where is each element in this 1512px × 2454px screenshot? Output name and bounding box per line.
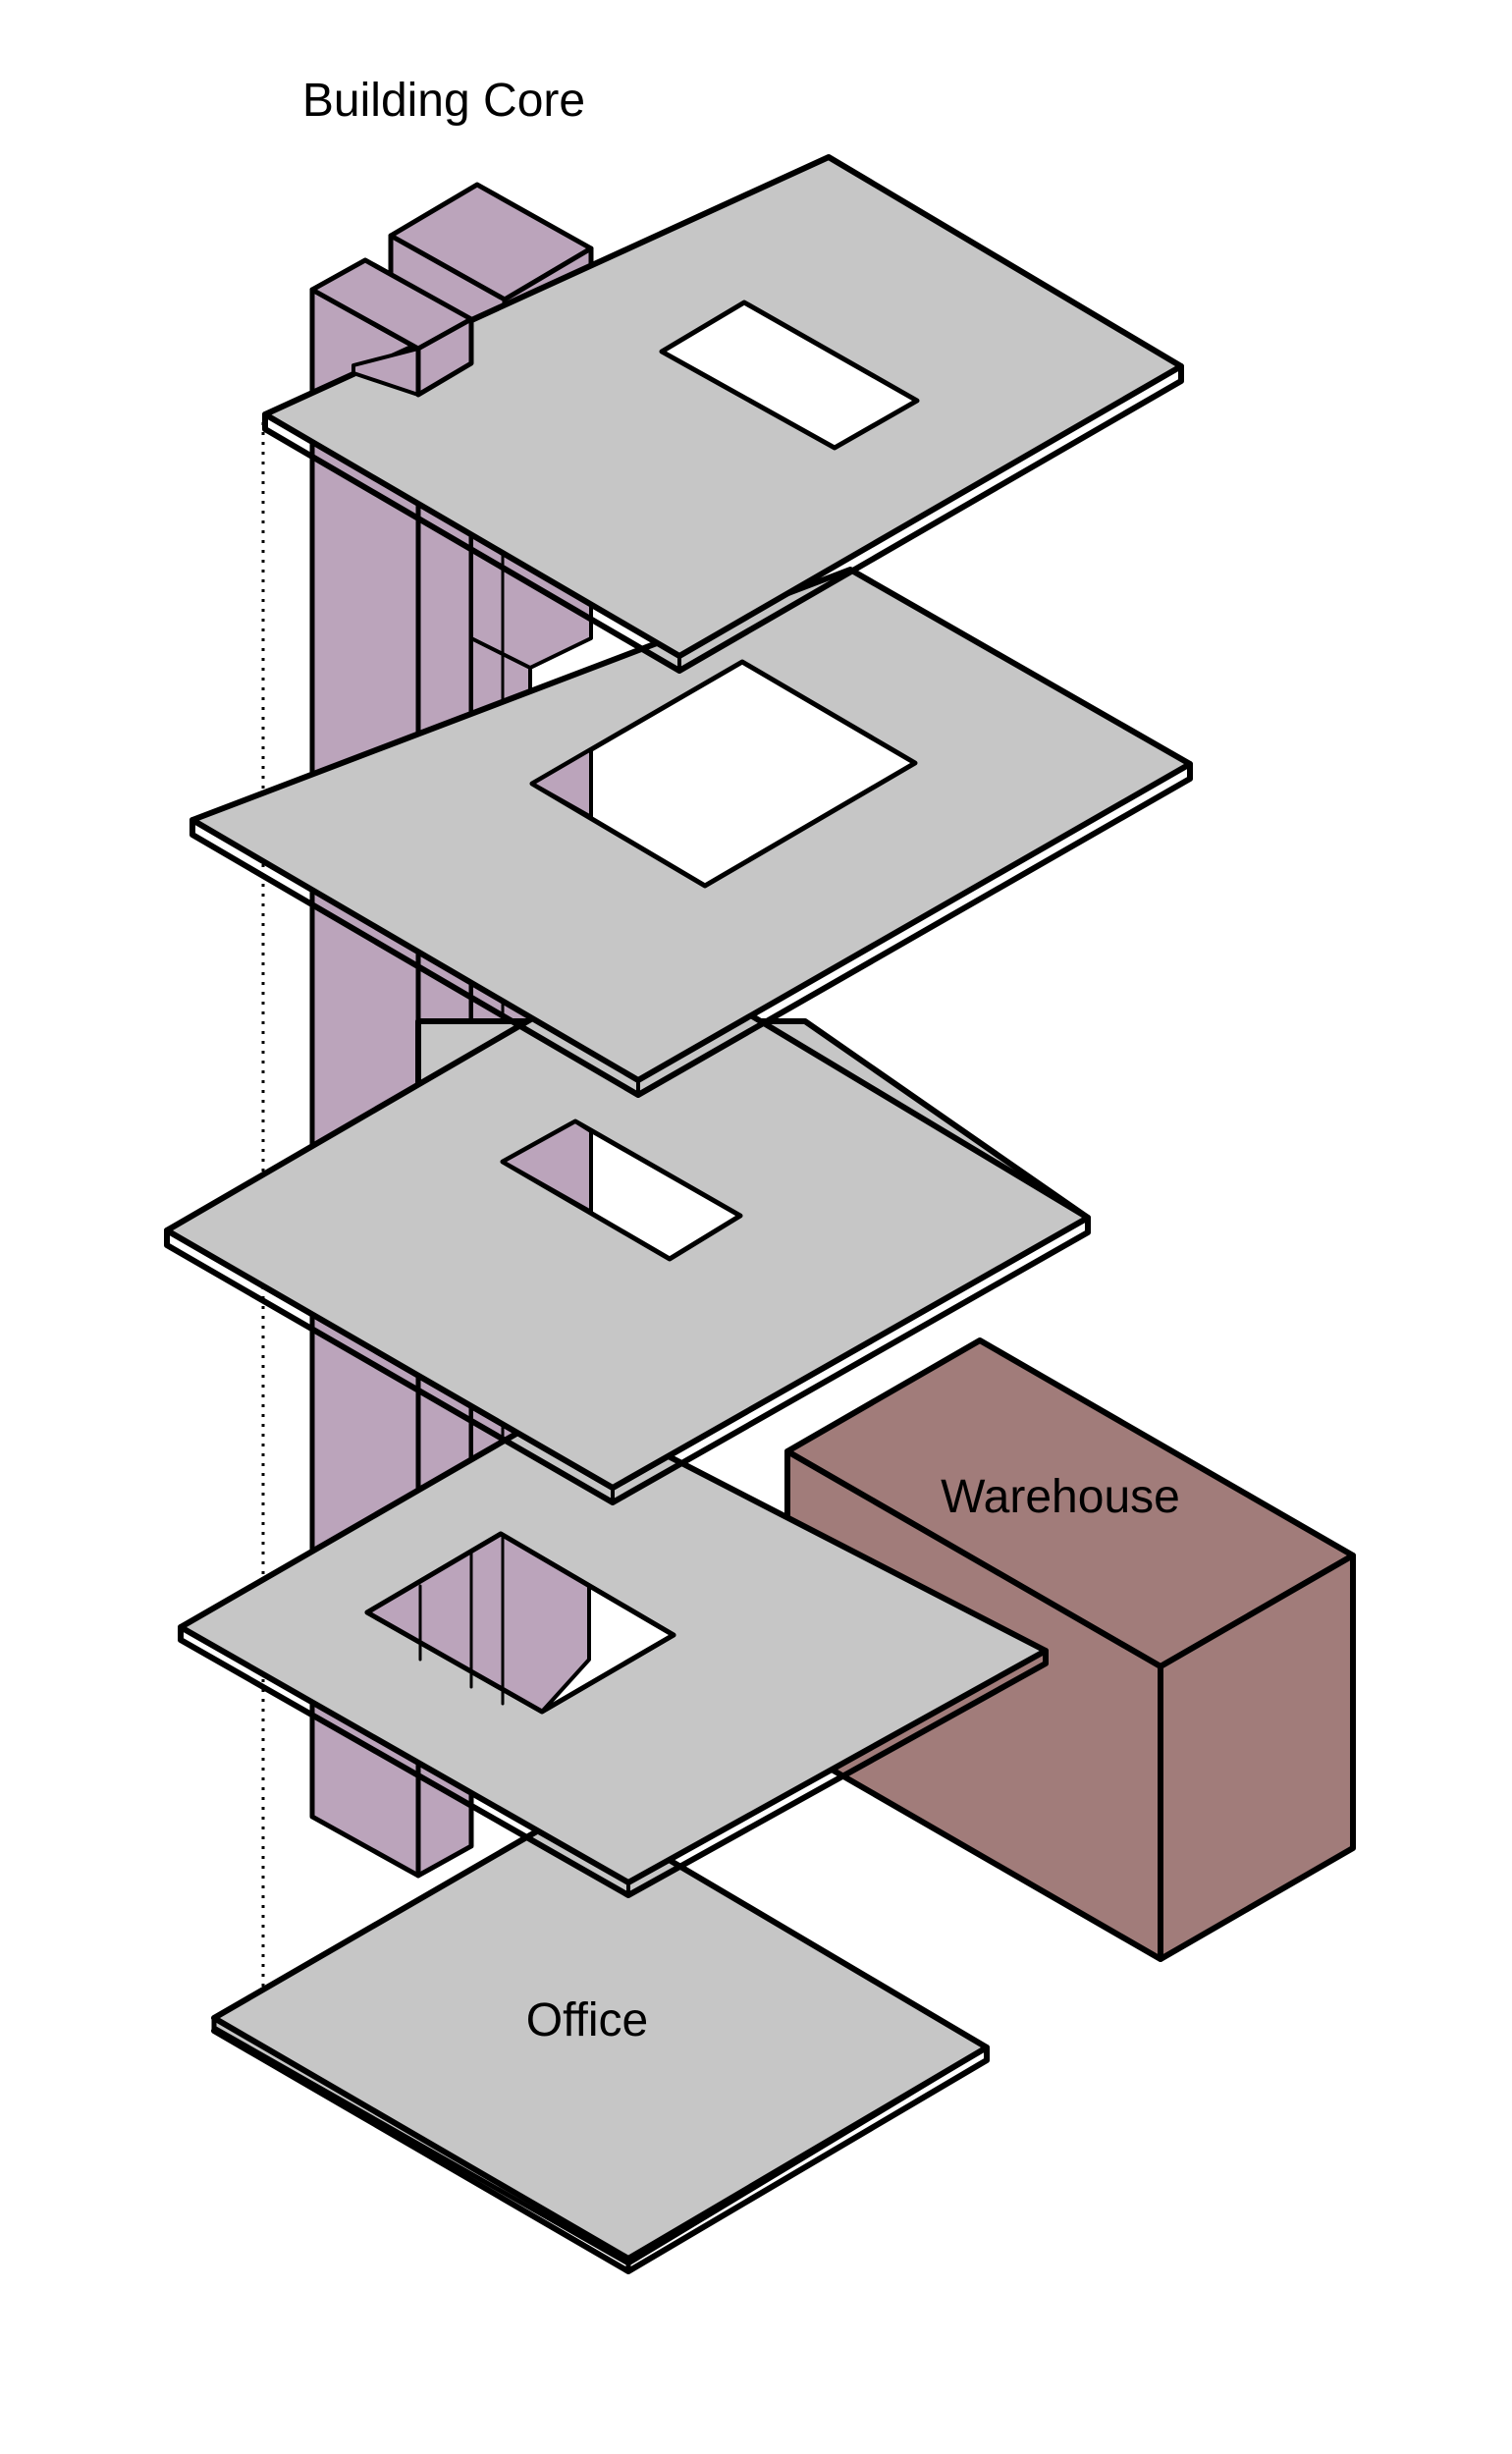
office-slab: Office: [211, 1804, 990, 2274]
core-top-boxes-overlay: [309, 257, 474, 398]
warehouse-label: Warehouse: [941, 1471, 1180, 1523]
floor-slab-3-opening-core-view: [501, 1119, 593, 1214]
warehouse-side: [1158, 1553, 1356, 1962]
office-label: Office: [526, 1994, 649, 2046]
floor-slab-2: [189, 567, 1193, 1098]
floor-slab-4: [178, 1401, 1049, 1898]
floor-slab-4-opening-outline: [364, 1531, 676, 1715]
office-slab-bottom: [211, 2028, 990, 2274]
floor-slab-1: [262, 154, 1184, 674]
floor-slab-2-opening-core-view: [530, 747, 593, 819]
floor-slab-2-opening: [529, 659, 918, 889]
core-top-box-left-side-overlay: [415, 316, 474, 398]
floor-slab-1-opening: [659, 300, 920, 451]
building-core-label: Building Core: [302, 75, 585, 127]
